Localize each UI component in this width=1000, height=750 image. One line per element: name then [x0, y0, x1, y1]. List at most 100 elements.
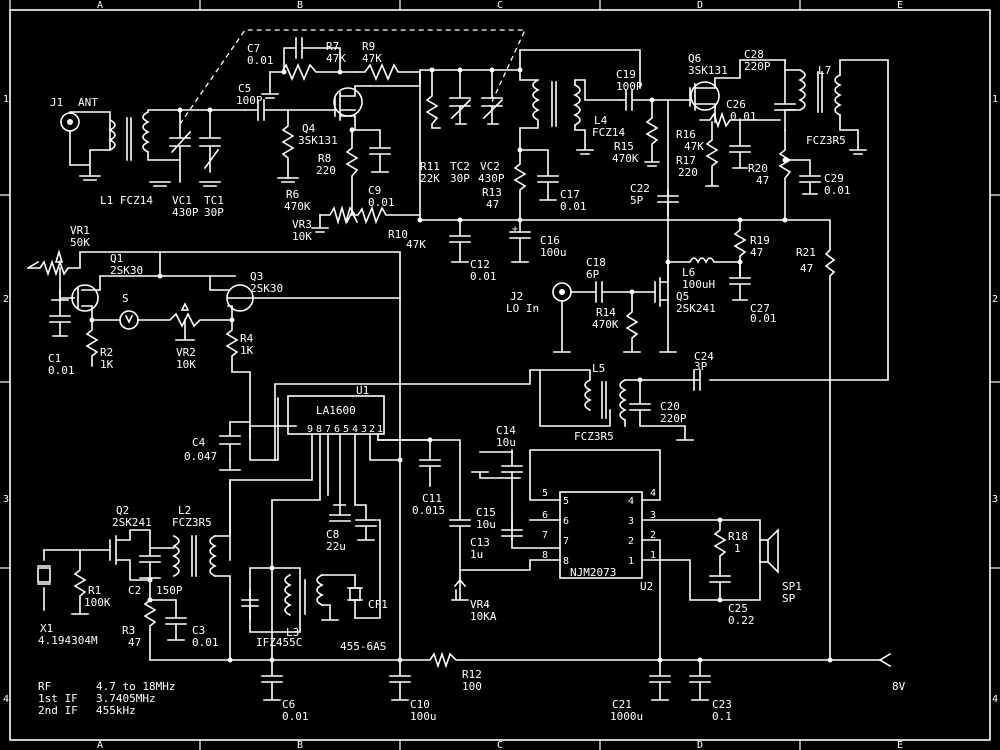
r11-value: 22K	[420, 172, 440, 185]
vr4-label: VR4	[470, 598, 490, 611]
grid-col-a-bottom: A	[97, 740, 103, 750]
c9-value: 0.01	[368, 196, 395, 209]
u2-label: U2	[640, 580, 653, 593]
q2-value: 2SK241	[112, 516, 152, 529]
l5-label: L5	[592, 362, 605, 375]
c18-label: C18	[586, 256, 606, 269]
l6-value: 100uH	[682, 278, 715, 291]
r4-value: 1K	[240, 344, 254, 357]
u2-out-pin-8: 8	[542, 550, 548, 561]
l7-label: L7	[818, 64, 831, 77]
c29-label: C29	[824, 172, 844, 185]
l1-label: L1 FCZ14	[100, 194, 153, 207]
grid-row-2-left: 2	[3, 294, 9, 305]
c8-label: C8	[326, 528, 339, 541]
u1-label: U1	[356, 384, 369, 397]
grid-row-1-left: 1	[3, 94, 9, 105]
bottom-supply-rail: C6 0.01 C10 100u R12 100 C21 1000u C23 0…	[149, 651, 906, 723]
r13-value: 47	[486, 198, 499, 211]
q6-stage-section: C19 100P R15 470K Q6 3SK131 C26 0.01 R16…	[612, 48, 889, 381]
c3-value: 0.01	[192, 636, 219, 649]
c26-label: C26	[726, 98, 746, 111]
u1-la1600-section: U1 LA1600 9 8 7 6 5 4 3 2 1 C4 0.047 C11…	[184, 369, 531, 581]
u1-pin-3: 3	[361, 424, 367, 435]
c23-label: C23	[712, 698, 732, 711]
c15-label: C15	[476, 506, 496, 519]
r19-label: R19	[750, 234, 770, 247]
u1-pin-6: 6	[334, 424, 340, 435]
r7-value: 47K	[326, 52, 346, 65]
vr4-value: 10KA	[470, 610, 497, 623]
r17-label: R17	[676, 154, 696, 167]
c13-label: C13	[470, 536, 490, 549]
r4-label: R4	[240, 332, 254, 345]
l3-value: IFZ455C	[256, 636, 302, 649]
note-if1-value: 3.7405MHz	[96, 692, 156, 705]
c22-label: C22	[630, 182, 650, 195]
note-if2-label: 2nd IF	[38, 704, 78, 717]
u2-in-pin-2: 2	[628, 536, 634, 547]
c16-label: C16	[540, 234, 560, 247]
r21-value: 47	[800, 262, 813, 275]
vr1-label: VR1	[70, 224, 90, 237]
cf1-value: 455-6AS	[340, 640, 386, 653]
u1-pin-9: 9	[307, 424, 313, 435]
u2-out-pin-3: 3	[650, 510, 656, 521]
r11-label: R11	[420, 160, 440, 173]
c26-value: 0.01	[730, 110, 757, 123]
r20-value: 47	[756, 174, 769, 187]
c7-label: C7	[247, 42, 260, 55]
antenna-input-section: J1 ANT L1 FCZ14 VC1 430P TC1 30P	[50, 29, 527, 219]
cf1-label: CF1	[368, 598, 388, 611]
r6-label: R6	[286, 188, 299, 201]
grid-col-a-top: A	[97, 0, 103, 11]
q5-label: Q5	[676, 290, 689, 303]
s-meter-label: S	[122, 292, 129, 305]
u2-in-pin-6: 6	[563, 516, 569, 527]
grid-row-1-right: 1	[992, 94, 998, 105]
c22-value: 5P	[630, 194, 644, 207]
x1-label: X1	[40, 622, 53, 635]
c25-label: C25	[728, 602, 748, 615]
grid-row-4-left: 4	[3, 694, 9, 705]
c7-value: 0.01	[247, 54, 274, 67]
c17-label: C17	[560, 188, 580, 201]
q4-label: Q4	[302, 122, 316, 135]
grid-row-4-right: 4	[992, 694, 998, 705]
r14-label: R14	[596, 306, 616, 319]
c11-label: C11	[422, 492, 442, 505]
sp1-label: SP1	[782, 580, 802, 593]
l4-label: L4	[594, 114, 608, 127]
u1-pin-4: 4	[352, 424, 358, 435]
grid-col-e-top: E	[897, 0, 903, 11]
u1-pin-7: 7	[325, 424, 331, 435]
u1-pin-5: 5	[343, 424, 349, 435]
r9-value: 47K	[362, 52, 382, 65]
c27-value: 0.01	[750, 312, 777, 325]
tc2-value: 30P	[450, 172, 470, 185]
c29-value: 0.01	[824, 184, 851, 197]
c3-label: C3	[192, 624, 205, 637]
u1-part: LA1600	[316, 404, 356, 417]
r15-value: 470K	[612, 152, 639, 165]
r10-label: R10	[388, 228, 408, 241]
grid-col-c-top: C	[497, 0, 503, 11]
r10-value: 47K	[406, 238, 426, 251]
r12-value: 100	[462, 680, 482, 693]
c6-value: 0.01	[282, 710, 309, 723]
c14-label: C14	[496, 424, 516, 437]
s-meter-section: VR1 50K Q1 2SK30 Q3 2SK30 S C1 0.01 R2 1…	[26, 224, 401, 661]
r17-value: 220	[678, 166, 698, 179]
c17-value: 0.01	[560, 200, 587, 213]
r6-value: 470K	[284, 200, 311, 213]
c24-value: 3P	[694, 360, 708, 373]
c12-label: C12	[470, 258, 490, 271]
vr2-value: 10K	[176, 358, 196, 371]
supply-rail-section: + C16 100u C12 0.01 R19 47 R21 47 L6 100…	[419, 217, 836, 661]
lo-mixer-q5-section: C18 6P J2 LO In R14 470K Q5 2SK241 C24 3…	[506, 256, 716, 443]
u2-out-pin-4: 4	[650, 488, 656, 499]
q5-value: 2SK241	[676, 302, 716, 315]
vr1-value: 50K	[70, 236, 90, 249]
